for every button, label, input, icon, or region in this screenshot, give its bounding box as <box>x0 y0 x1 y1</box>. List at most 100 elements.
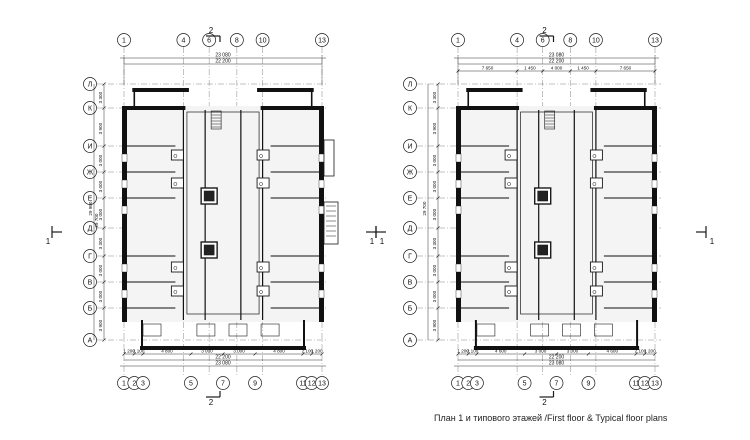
section-mark-left: 1 <box>370 226 386 246</box>
dim-bottom-segment-label: 2 100 <box>133 349 145 354</box>
axis-bubble-label: 7 <box>555 380 559 387</box>
axis-bubble-row-5: Е <box>83 191 97 205</box>
exterior-wall-bottom <box>473 346 640 350</box>
axis-bubble-label: 13 <box>318 380 326 387</box>
axis-bubble-circle <box>549 376 564 390</box>
axis-bubble-label: 11 <box>299 380 306 387</box>
dim-left-segment-label: 3 300 <box>98 91 103 103</box>
section-number-bottom: 2 <box>209 398 214 407</box>
axis-bubble-bottom-7: 7 <box>216 376 230 390</box>
axis-bubble-circle <box>403 221 417 235</box>
dimension-tick <box>102 196 106 200</box>
axis-bubble-label: К <box>88 105 93 112</box>
dim-top-segment-label: 1 450 <box>577 66 589 71</box>
window <box>121 205 128 215</box>
dim-left-segment-label: 3 000 <box>432 154 437 166</box>
dim-left-segment-label: 3 000 <box>432 264 437 276</box>
dimension-tick <box>594 69 598 73</box>
axis-bubble-bottom-3: 3 <box>136 376 150 390</box>
axis-bubble-bottom-3: 3 <box>470 376 484 390</box>
window <box>455 205 462 215</box>
dimension-tick <box>320 352 324 356</box>
axis-bubble-label: 1 <box>456 37 460 44</box>
section-mark-bottom: 2 <box>206 391 221 407</box>
bathroom <box>589 261 603 273</box>
bay-room <box>196 323 216 337</box>
bathroom <box>504 261 518 273</box>
axis-bubble-label: Г <box>88 253 92 260</box>
dim-top-outer-label: 23 080 <box>215 53 231 59</box>
dim-left-segment-label: 3 900 <box>432 319 437 331</box>
dimension-tick <box>586 352 591 356</box>
lift-shaft-lower <box>203 244 215 256</box>
bathroom <box>256 177 270 189</box>
axis-bubble-label: Л <box>408 81 413 88</box>
fixture-icon <box>592 266 597 270</box>
axis-bubble-circle <box>83 191 97 205</box>
dimension-tick <box>253 352 257 356</box>
exterior-wall-top-left <box>456 106 520 110</box>
bay-room <box>476 323 496 337</box>
window <box>318 205 325 215</box>
axis-bubble-label: 10 <box>259 37 267 44</box>
axis-bubble-row-3: И <box>403 139 417 153</box>
axis-bubble-label: 9 <box>253 380 257 387</box>
dim-bottom-segment-label: 3 000 <box>233 349 245 354</box>
axis-bubble-circle <box>83 221 97 235</box>
dim-top-inner-label: 22 200 <box>549 59 565 65</box>
axis-bubble-label: 12 <box>641 380 649 387</box>
dimension-tick <box>102 254 106 258</box>
dim-bottom-segment-label: 4 600 <box>495 349 507 354</box>
dimension-tick <box>102 338 106 342</box>
axis-bubble-top-6: 6 <box>535 33 550 47</box>
dimension-tick <box>301 352 305 356</box>
axis-bubble-circle <box>117 33 131 47</box>
dim-bottom-segment-label: 3 000 <box>201 349 213 354</box>
dim-top-segment-label: 4 000 <box>551 66 563 71</box>
axis-bubble-row-1: Л <box>83 77 97 91</box>
dimension-tick <box>102 306 106 310</box>
dimension-tick <box>189 352 193 356</box>
dimension-tick <box>568 69 573 73</box>
window <box>651 179 658 189</box>
axis-bubble-label: 1 <box>122 380 126 387</box>
axis-bubble-label: Л <box>88 81 93 88</box>
wing-wall-top-left <box>466 88 523 92</box>
dim-left-segment-label: 3 000 <box>432 290 437 302</box>
window <box>121 263 128 273</box>
dim-left-segment-label: 3 000 <box>432 208 437 220</box>
dimension-tick <box>456 352 460 356</box>
dimension-tick <box>634 352 638 356</box>
dimension-tick <box>102 82 106 86</box>
dimension-tick <box>102 226 106 230</box>
axis-bubble-top-13: 13 <box>648 33 662 47</box>
bay-room <box>530 323 549 337</box>
axis-bubble-circle <box>83 165 97 179</box>
axis-bubble-label: 7 <box>221 380 225 387</box>
dimension-tick <box>436 338 440 342</box>
axis-bubble-circle <box>403 77 417 91</box>
dimension-tick <box>456 69 460 73</box>
dim-top-segment-label: 7 650 <box>482 66 494 71</box>
dimension-tick <box>436 144 440 148</box>
dim-top-outer-label: 23 080 <box>549 53 565 59</box>
axis-bubble-circle <box>403 101 417 115</box>
axis-bubble-label: Б <box>408 305 413 312</box>
axis-bubble-top-8: 8 <box>563 33 578 47</box>
axis-bubble-circle <box>403 191 417 205</box>
axis-bubble-label: 8 <box>235 37 239 44</box>
axis-bubble-label: Б <box>88 305 93 312</box>
dim-bottom-segment-label: 1 200 <box>457 349 469 354</box>
axis-bubble-label: 12 <box>308 380 316 387</box>
wing-wall-top-right <box>257 88 314 92</box>
axis-bubble-circle <box>202 33 216 47</box>
section-mark-left: 1 <box>46 226 62 246</box>
fixture-icon <box>173 290 178 294</box>
axis-bubble-row-8: В <box>83 275 97 289</box>
window <box>651 289 658 299</box>
axis-bubble-circle <box>176 33 191 47</box>
axis-bubble-label: 2 <box>466 380 470 387</box>
axis-bubble-label: 11 <box>632 380 639 387</box>
bay-room <box>594 323 613 337</box>
